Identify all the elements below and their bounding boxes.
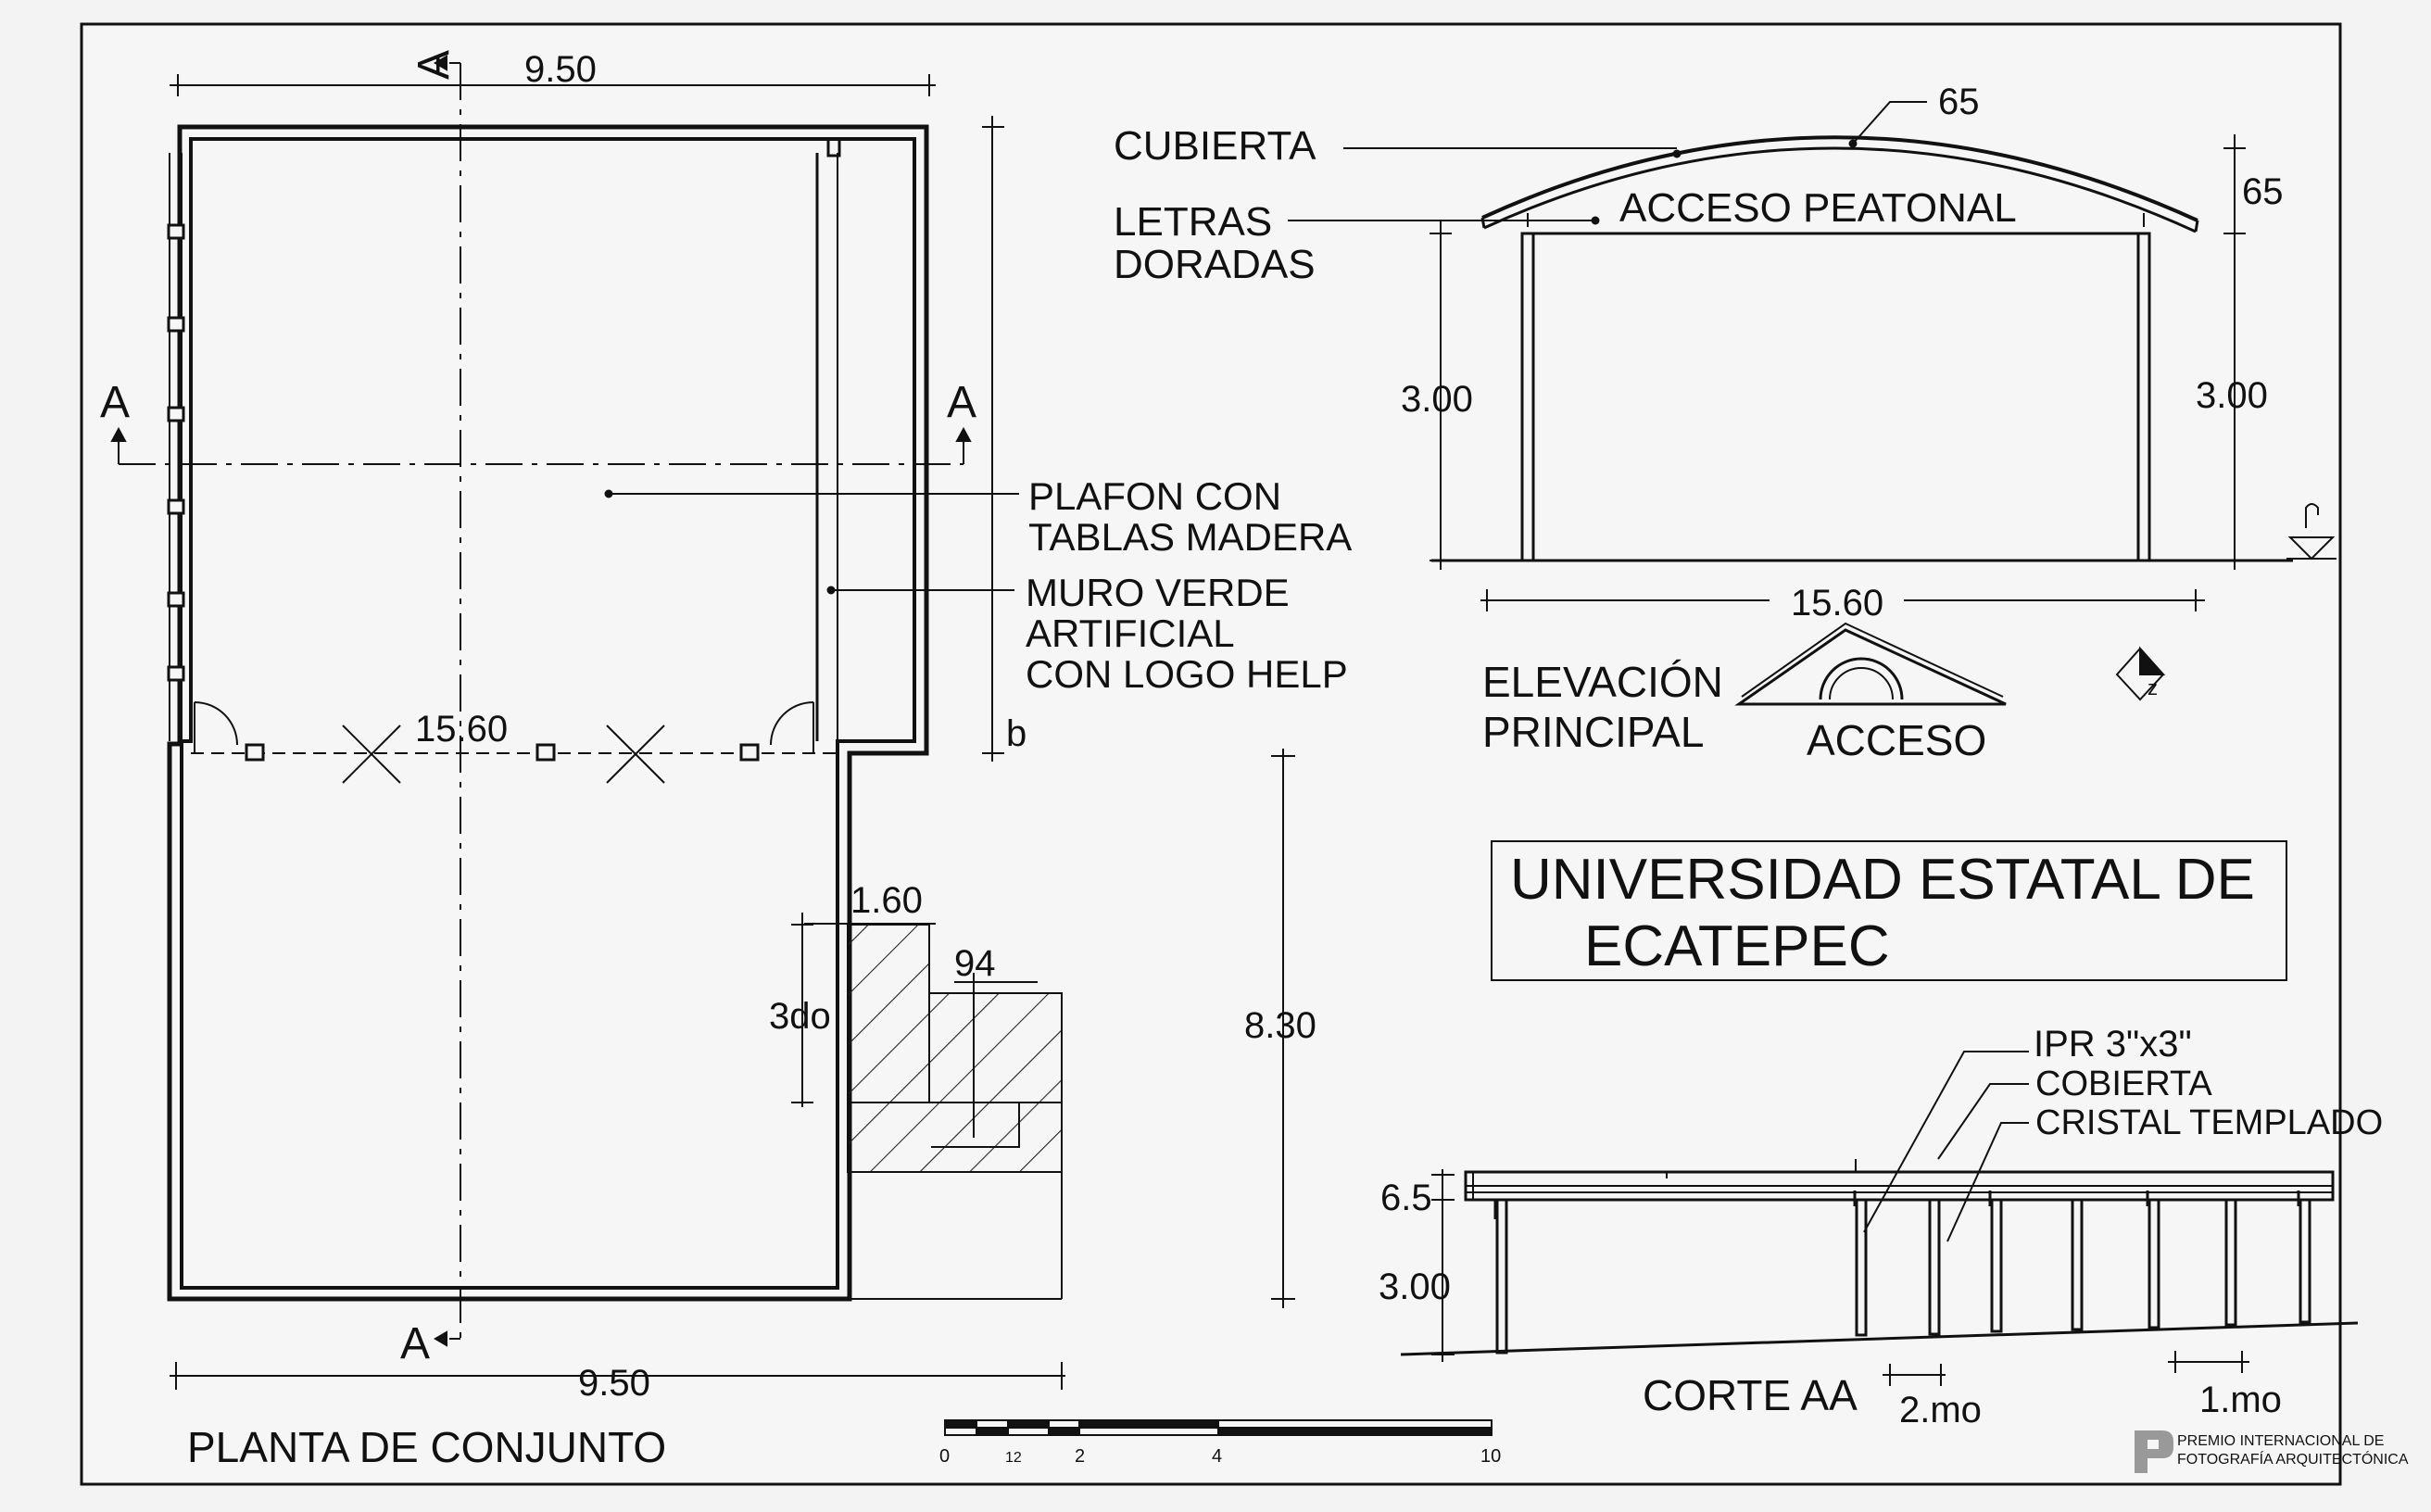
scale-bar <box>944 1419 1493 1436</box>
front-elevation <box>1288 101 2337 706</box>
dim-right-b: b <box>1006 713 1027 754</box>
dim-top-width: 9.50 <box>524 49 597 90</box>
column <box>739 743 760 762</box>
elevation-labels: CUBIERTA LETRAS DORADAS ACCESO PEATONAL … <box>1114 82 2284 764</box>
dim-2mo: 2.mo <box>1899 1390 1982 1430</box>
note-muro-line2: ARTIFICIAL <box>1026 611 1235 655</box>
dim-arc-65: 65 <box>1938 82 1980 122</box>
x-marks <box>342 724 665 784</box>
section-marker-top: A <box>409 50 459 80</box>
label-letras-line1: LETRAS <box>1114 199 1272 245</box>
dim-bottom-width: 9.50 <box>578 1363 650 1404</box>
plan-inner-wall <box>180 137 916 1290</box>
dim-left-height: 3.00 <box>1401 379 1473 420</box>
section-aa <box>1400 1051 2359 1386</box>
scale-bar-labels: 0 12 2 4 10 <box>939 1446 1501 1467</box>
column <box>535 743 556 762</box>
dim-elevation-width: 15.60 <box>1791 583 1883 624</box>
title-line1: UNIVERSIDAD ESTATAL DE <box>1510 848 2255 912</box>
plan-dimensions <box>170 74 1295 1390</box>
dim-3do: 3do <box>769 996 831 1037</box>
watermark: PREMIO INTERNACIONAL DE FOTOGRAFÍA ARQUI… <box>2135 1430 2409 1473</box>
level-marker-icon <box>2286 503 2337 561</box>
door-left <box>194 701 238 752</box>
north-arrow-icon <box>2115 646 2166 701</box>
scale-label: 10 <box>1480 1446 1501 1467</box>
note-plafon-line2: TABLAS MADERA <box>1028 515 1352 559</box>
door-right <box>770 701 814 752</box>
dim-6-5: 6.5 <box>1380 1178 1432 1218</box>
dim-right-height: 3.00 <box>2196 375 2268 416</box>
dim-section-height: 3.00 <box>1379 1266 1451 1307</box>
north-z: z <box>2148 676 2158 699</box>
scale-label: 2 <box>1075 1446 1085 1467</box>
scale-label: 0 <box>939 1446 950 1467</box>
section-ground <box>1400 1321 2359 1356</box>
scale-label: 4 <box>1212 1446 1222 1467</box>
note-muro-line1: MURO VERDE <box>1026 571 1290 614</box>
emblem-acceso: ACCESO <box>1807 716 1986 764</box>
dim-94: 94 <box>954 943 996 984</box>
note-cristal-templado: CRISTAL TEMPLADO <box>2035 1103 2383 1142</box>
plan-labels: 9.50 9.50 15.60 b 8.30 1.60 94 3do A A A… <box>100 49 1352 1471</box>
dim-1mo: 1.mo <box>2199 1380 2282 1420</box>
title-line2: ECATEPEC <box>1584 914 1890 978</box>
column <box>245 743 265 762</box>
dim-rise-65: 65 <box>2242 171 2284 212</box>
note-ipr: IPR 3"x3" <box>2034 1024 2192 1065</box>
section-title: CORTE AA <box>1643 1371 1858 1419</box>
label-cubierta: CUBIERTA <box>1114 123 1316 169</box>
watermark-logo-icon <box>2135 1430 2173 1473</box>
note-plafon-line1: PLAFON CON <box>1028 474 1281 518</box>
section-arrows <box>110 55 972 1347</box>
dim-1-60: 1.60 <box>850 880 923 921</box>
watermark-line2: FOTOGRAFÍA ARQUITECTÓNICA <box>2177 1450 2409 1468</box>
title-block: UNIVERSIDAD ESTATAL DE ECATEPEC <box>1491 840 2287 981</box>
section-marker-right: A <box>947 378 976 427</box>
dim-8-30: 8.30 <box>1244 1005 1316 1046</box>
elevation-title-line2: PRINCIPAL <box>1482 708 1704 756</box>
sign-acceso-peatonal: ACCESO PEATONAL <box>1619 185 2017 231</box>
section-posts <box>1493 1191 2311 1354</box>
facade-columns <box>167 223 185 682</box>
label-letras-line2: DORADAS <box>1114 242 1316 287</box>
note-muro-line3: CON LOGO HELP <box>1026 652 1348 696</box>
elevation-title-line1: ELEVACIÓN <box>1482 658 1723 706</box>
scale-label: 12 <box>1005 1450 1022 1466</box>
note-cobierta: COBIERTA <box>2035 1065 2212 1103</box>
section-marker-bottom: A <box>400 1319 430 1368</box>
title-block-frame <box>1491 840 2287 981</box>
elevation-roof-arc <box>1481 135 2198 222</box>
floor-plan <box>110 55 1295 1390</box>
acceso-emblem-icon <box>1734 622 2007 706</box>
section-labels: IPR 3"x3" COBIERTA CRISTAL TEMPLADO 6.5 … <box>1379 1024 2383 1430</box>
dim-inner-length: 15.60 <box>415 709 508 750</box>
plan-title: PLANTA DE CONJUNTO <box>187 1423 666 1471</box>
watermark-line1: PREMIO INTERNACIONAL DE <box>2177 1433 2384 1449</box>
section-marker-left: A <box>100 378 130 427</box>
